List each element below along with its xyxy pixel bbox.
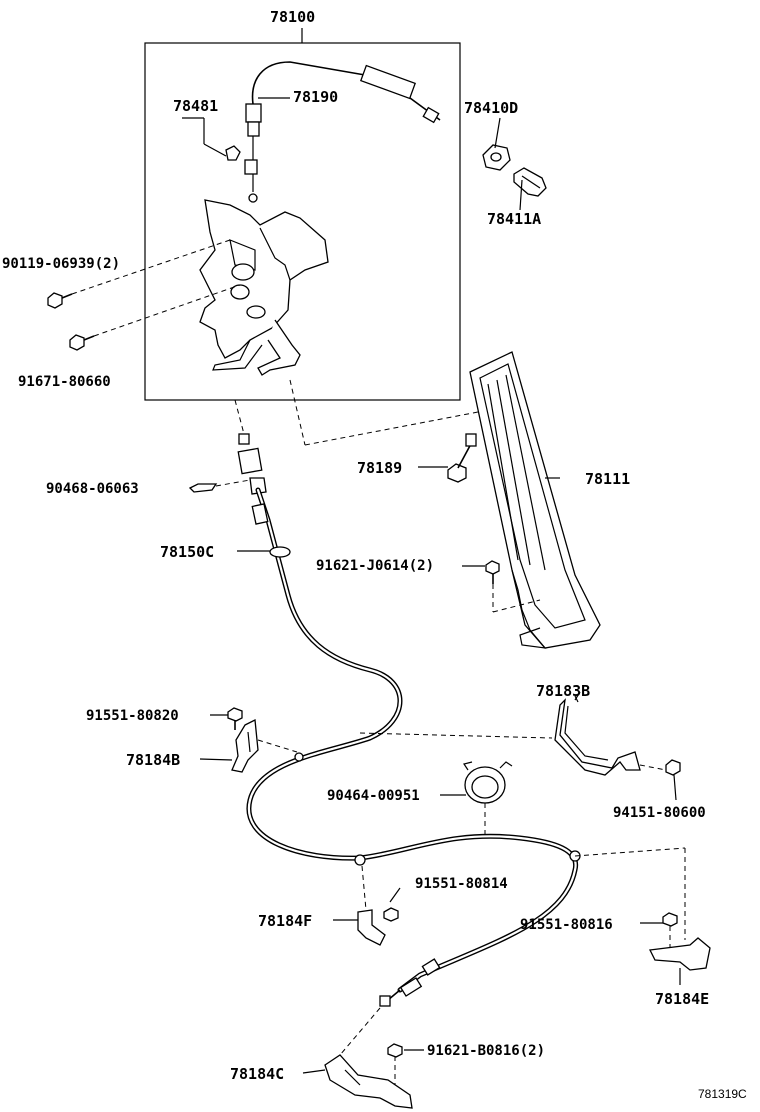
assembly-box [144, 28, 461, 401]
label-90464: 90464-00951 [327, 788, 420, 804]
label-78184E: 78184E [655, 990, 709, 1008]
diagram-id: 781319C [698, 1087, 747, 1101]
throttle-inner-cable [244, 61, 441, 203]
pedal-link-bracket [199, 199, 329, 376]
label-91621-B0816: 91621-B0816(2) [427, 1043, 545, 1059]
label-94151: 94151-80600 [613, 805, 706, 821]
bracket-78184B [231, 718, 298, 773]
clip-78481 [203, 118, 241, 161]
label-78111: 78111 [585, 470, 630, 488]
accelerator-pedal-78111 [469, 351, 601, 649]
label-78189: 78189 [357, 459, 402, 477]
bracket-78184F [357, 865, 386, 946]
label-78410D: 78410D [464, 99, 518, 117]
bolt-90119 [47, 292, 73, 309]
label-78100: 78100 [270, 8, 315, 26]
bracket-78184E [574, 847, 711, 971]
cap-78410D [482, 144, 511, 171]
bolt-91551-80814 [383, 887, 401, 922]
bolt-91551-80820 [227, 707, 243, 730]
clamp-90464 [463, 761, 513, 835]
bolt-91671 [69, 334, 95, 351]
bracket-78183B [359, 695, 667, 776]
clip-90468 [188, 479, 251, 493]
cable-end-fittings [234, 379, 479, 495]
stopper-78189 [447, 433, 477, 483]
label-78184C: 78184C [230, 1065, 284, 1083]
label-78481: 78481 [173, 97, 218, 115]
label-91671: 91671-80660 [18, 374, 111, 390]
label-91551-80814: 91551-80814 [415, 876, 508, 892]
bolt-91621-J0614 [485, 560, 541, 613]
label-91551-80816: 91551-80816 [520, 917, 613, 933]
bolt-91551-80816 [662, 912, 678, 950]
bolt-91621-B0816 [387, 1043, 403, 1085]
label-78411A: 78411A [487, 210, 541, 228]
leader-lines [182, 97, 681, 1074]
label-78184B: 78184B [126, 751, 180, 769]
bracket-78184C [324, 1007, 413, 1109]
label-78183B: 78183B [536, 682, 590, 700]
nut-94151 [665, 759, 681, 776]
label-91621-J0614: 91621-J0614(2) [316, 558, 434, 574]
accelerator-cable-78150C [246, 487, 581, 1007]
cap-78411A [513, 167, 547, 197]
label-91551-80820: 91551-80820 [86, 708, 179, 724]
label-78150C: 78150C [160, 543, 214, 561]
label-90119: 90119-06939(2) [2, 256, 120, 272]
label-78190: 78190 [293, 88, 338, 106]
label-78184F: 78184F [258, 912, 312, 930]
label-90468: 90468-06063 [46, 481, 139, 497]
